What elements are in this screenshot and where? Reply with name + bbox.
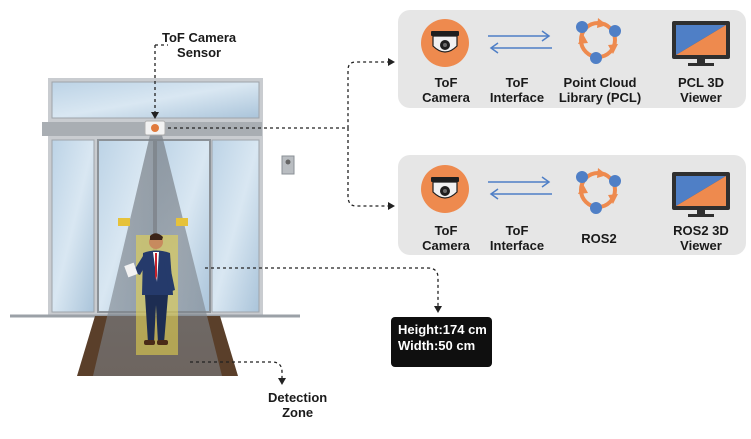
measurement-readout: Height:174 cm Width:50 cm bbox=[391, 317, 492, 367]
side-sensor-left bbox=[118, 218, 130, 226]
connector-lines bbox=[154, 44, 439, 378]
sensor-label: ToF Camera Sensor bbox=[162, 30, 237, 60]
height-readout: Height:174 cm bbox=[398, 322, 487, 337]
detection-zone-label: Detection Zone bbox=[268, 390, 328, 420]
side-sensor-right bbox=[176, 218, 188, 226]
bidirectional-arrow-icon bbox=[488, 30, 552, 54]
door-switch bbox=[281, 155, 295, 175]
tof-sensor-device bbox=[144, 120, 166, 136]
cycle-icon bbox=[576, 168, 621, 214]
monitor-icon bbox=[672, 21, 730, 66]
camera-icon bbox=[421, 165, 469, 213]
monitor-icon bbox=[672, 172, 730, 217]
bidirectional-arrow-icon bbox=[488, 176, 552, 200]
camera-icon bbox=[421, 19, 469, 67]
width-readout: Width:50 cm bbox=[398, 338, 476, 353]
arrowheads bbox=[151, 58, 442, 385]
cycle-icon bbox=[576, 18, 621, 64]
person bbox=[124, 233, 175, 345]
ros2-library-label: ROS2 bbox=[581, 231, 617, 246]
